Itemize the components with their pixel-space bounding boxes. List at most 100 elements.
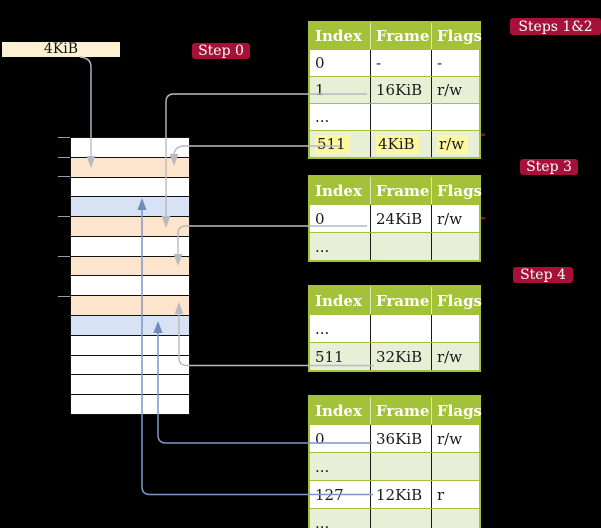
table-cell: 32KiB — [370, 343, 431, 370]
header-cell-index: Index — [315, 401, 362, 420]
header-cell-frame: Frame — [370, 23, 431, 49]
badge-step-4: Step 4 — [513, 267, 573, 283]
badge-step-3: Step 3 — [520, 159, 578, 175]
cell-value: r/w — [437, 347, 463, 366]
frame-size-label: 4KiB — [2, 42, 120, 57]
table-cell: 16KiB — [370, 77, 431, 103]
memory-frame-warm — [71, 156, 189, 177]
table-row: 0-- — [310, 49, 479, 76]
memory-frame-free — [71, 394, 189, 414]
memory-tick — [58, 216, 70, 217]
highlighted-value: 511 — [315, 134, 350, 154]
table-row: ... — [310, 452, 479, 480]
memory-tick — [58, 256, 70, 257]
cell-value: 32KiB — [376, 347, 423, 366]
cell-value: 0 — [315, 209, 325, 228]
memory-frame-free — [71, 334, 189, 355]
table-cell: 1 — [310, 77, 370, 103]
table-cell — [370, 104, 431, 130]
table-row: ... — [310, 508, 479, 528]
memory-tick — [58, 136, 70, 138]
table-cell — [370, 453, 431, 480]
table-cell — [370, 315, 431, 342]
cell-value: 12KiB — [376, 485, 423, 504]
red-tick — [481, 133, 485, 136]
header-cell-flags: Flags — [431, 177, 482, 204]
badge-steps-1-2: Steps 1&2 — [510, 18, 601, 35]
cell-value: 16KiB — [376, 81, 423, 99]
table-cell — [370, 509, 431, 528]
cell-value: ... — [315, 108, 330, 126]
cell-value: ... — [315, 457, 330, 476]
cell-value: r/w — [437, 209, 463, 228]
memory-tick — [58, 156, 70, 158]
cell-value: r/w — [437, 81, 463, 99]
table-row: 511 32KiB r/w — [310, 342, 479, 370]
table-cell: ... — [310, 104, 370, 130]
table-cell — [431, 509, 479, 528]
table-cell: ... — [310, 453, 370, 480]
table-cell: r/w — [431, 77, 479, 103]
memory-frame-warm — [71, 295, 189, 316]
memory-tick — [58, 295, 70, 297]
table-cell: 511 — [310, 131, 370, 157]
table-cell — [370, 233, 431, 260]
table-cell: 0 — [310, 50, 370, 76]
memory-frame-free — [71, 275, 189, 296]
memory-tick — [58, 176, 70, 177]
table-cell: 4KiB — [370, 131, 431, 157]
table-cell: 127 — [310, 481, 370, 508]
cell-value: r/w — [437, 429, 463, 448]
cell-value: - — [437, 54, 443, 72]
header-cell-frame: Frame — [370, 287, 431, 314]
table-row: 0 36KiB r/w — [310, 424, 479, 452]
physical-memory-column — [70, 137, 190, 415]
table-cell: 24KiB — [370, 205, 431, 232]
header-cell-flags: Flags — [431, 23, 482, 49]
table-cell — [431, 233, 479, 260]
table-cell: r — [431, 481, 479, 508]
table-cell: 511 — [310, 343, 370, 370]
memory-frame-free — [71, 235, 189, 256]
table-row: ... — [310, 232, 479, 260]
memory-frame-warm — [71, 255, 189, 276]
header-cell-flags: Flags — [431, 287, 482, 314]
cell-value: 24KiB — [376, 209, 423, 228]
table-cell: 36KiB — [370, 425, 431, 452]
header-cell-frame: Frame — [370, 177, 431, 204]
red-tick — [481, 217, 485, 220]
table-row: 1 16KiB r/w — [310, 76, 479, 103]
cell-value: - — [376, 54, 382, 72]
table-row: 127 12KiB r — [310, 480, 479, 508]
cell-value: 127 — [315, 485, 344, 504]
header-cell-index: Index — [315, 27, 362, 45]
table-cell: ... — [310, 315, 370, 342]
table-row: ... — [310, 314, 479, 342]
table-cell: 0 — [310, 205, 370, 232]
table-cell: r/w — [431, 205, 479, 232]
cell-value: ... — [315, 319, 330, 338]
header-cell-frame: Frame — [370, 397, 431, 424]
cell-value: 0 — [315, 429, 325, 448]
header-cell-index: Index — [315, 181, 362, 200]
header-cell-flags: Flags — [431, 397, 482, 424]
cell-value: 1 — [315, 81, 325, 99]
table-cell: ... — [310, 233, 370, 260]
table-row: 0 24KiB r/w — [310, 204, 479, 232]
table-cell — [431, 453, 479, 480]
cell-value: ... — [315, 513, 330, 528]
cell-value: r — [437, 485, 445, 504]
table-cell: 0 — [310, 425, 370, 452]
table-cell: r/w — [431, 343, 479, 370]
header-cell-index: Index — [315, 291, 362, 310]
memory-frame-warm — [71, 216, 189, 236]
cell-value: 36KiB — [376, 429, 423, 448]
memory-frame-cool — [71, 196, 189, 217]
